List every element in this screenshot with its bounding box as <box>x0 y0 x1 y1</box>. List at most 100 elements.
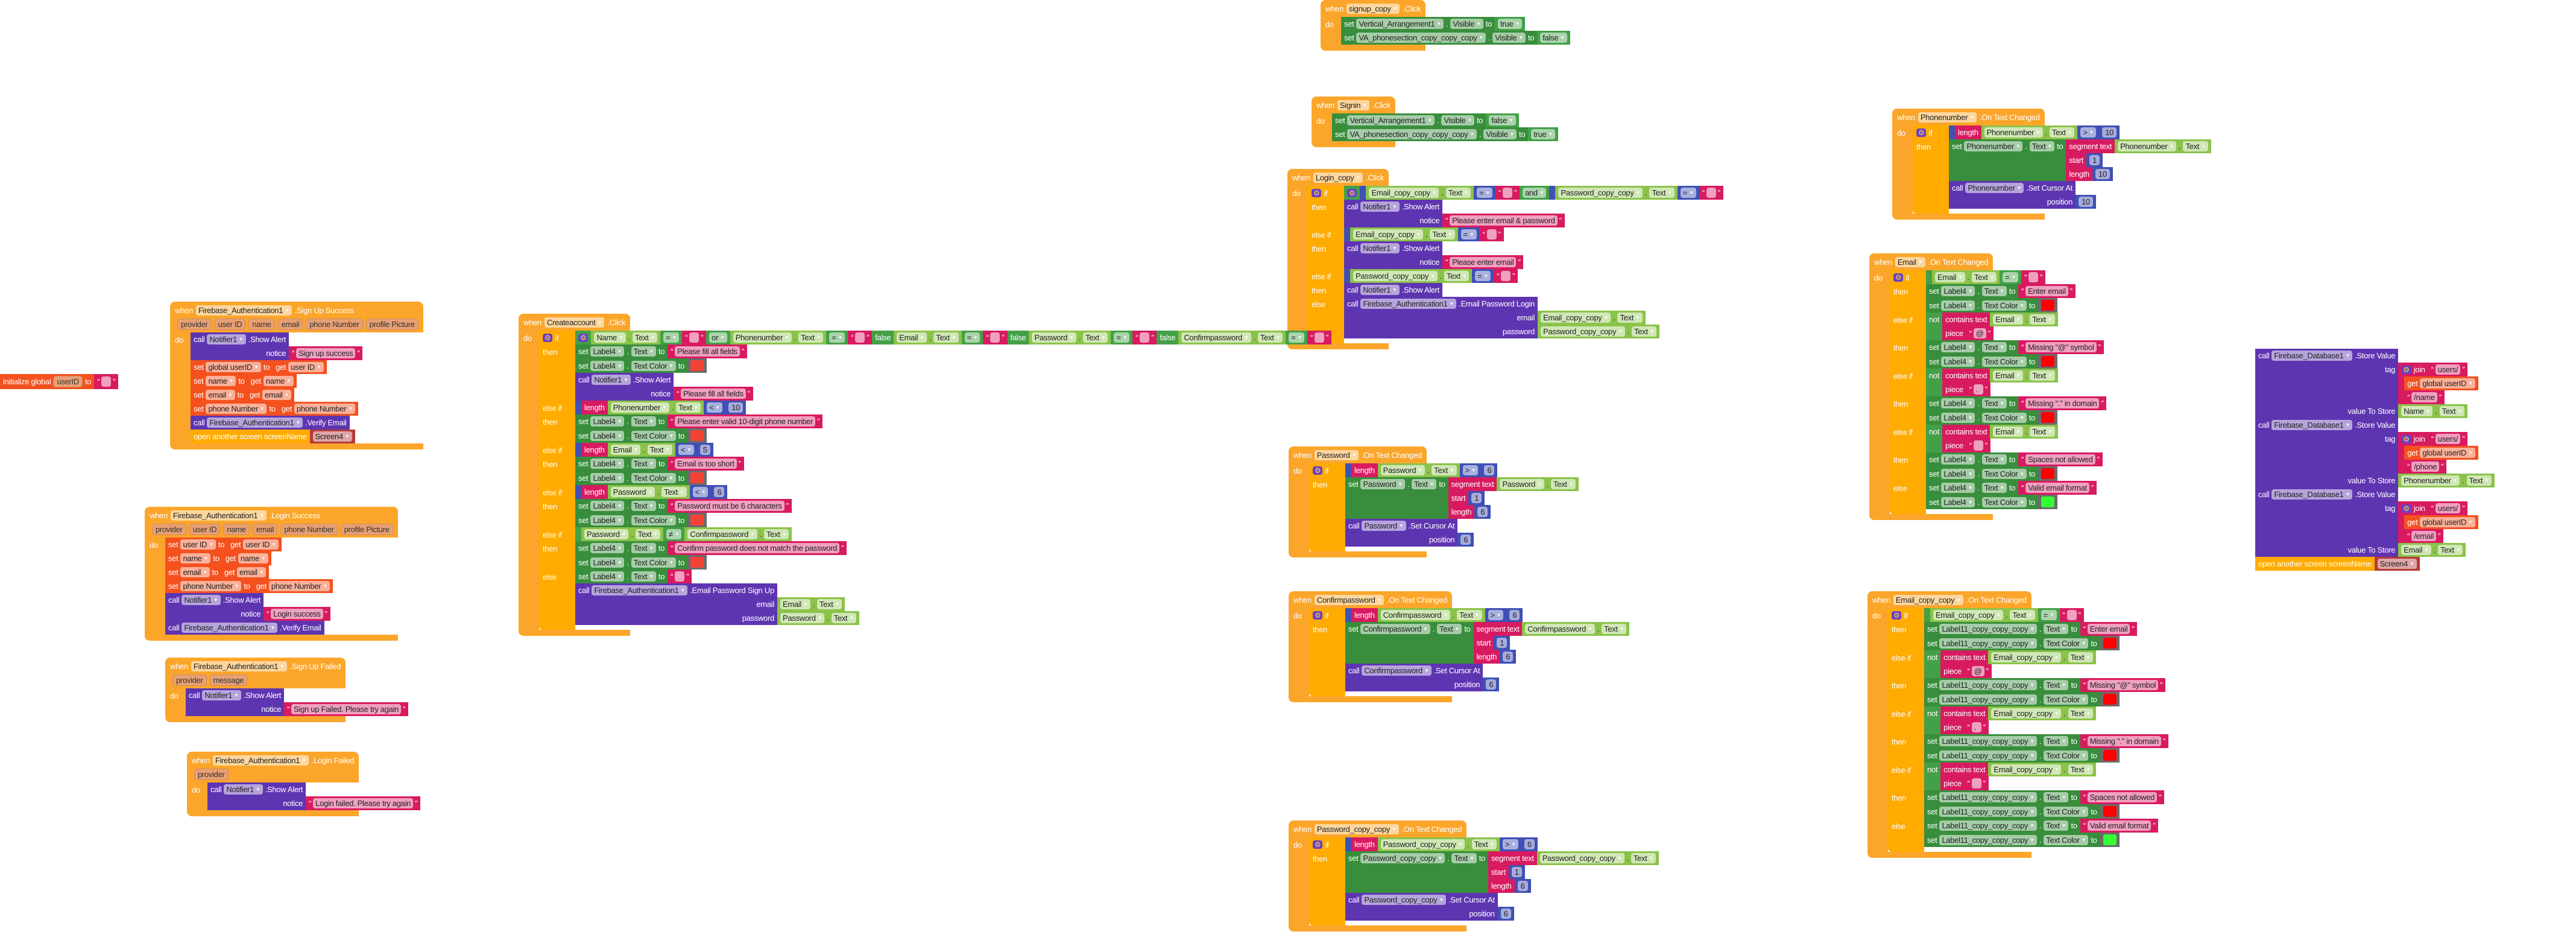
string-literal[interactable]: “” <box>1702 188 1720 198</box>
dropdown-field[interactable]: Email▼ <box>610 445 641 455</box>
string-literal[interactable]: “” <box>851 332 870 343</box>
dropdown-field[interactable]: Label11_copy_copy_copy▼ <box>1939 624 2037 634</box>
string-literal[interactable]: “Missing "@" symbol” <box>2021 342 2101 352</box>
dropdown-field[interactable]: Email▼ <box>1993 314 2023 325</box>
color-swatch[interactable] <box>690 472 704 483</box>
call-block[interactable] <box>2255 376 2399 390</box>
dropdown-field[interactable]: Text▼ <box>2466 475 2492 486</box>
get-block[interactable]: Name▼.Text▼ <box>2398 404 2467 418</box>
dropdown-field[interactable]: Text▼ <box>631 459 656 469</box>
dropdown-field[interactable]: Text Color▼ <box>1981 497 2027 507</box>
dropdown-field[interactable]: Text▼ <box>2068 652 2093 662</box>
string-value[interactable]: Enter email <box>2087 624 2130 634</box>
string-value[interactable] <box>1706 188 1716 198</box>
string-value[interactable]: Sign up Failed. Please try again <box>291 704 402 714</box>
string-literal[interactable]: “” <box>671 571 689 582</box>
math-block[interactable]: 6 <box>1514 879 1531 893</box>
string-value[interactable]: /name <box>2411 392 2437 402</box>
dropdown-field[interactable]: Vertical_Arrangement1▼ <box>1356 19 1444 29</box>
color-swatch[interactable] <box>690 360 704 371</box>
dropdown-field[interactable]: Phonenumber▼ <box>2401 475 2460 486</box>
color-block[interactable] <box>2100 804 2120 819</box>
string-literal[interactable]: “.” <box>1968 722 1986 732</box>
string-literal[interactable]: “” <box>1498 188 1517 198</box>
text-block[interactable]: segment text <box>1473 622 1523 636</box>
text-block[interactable]: “” <box>1495 186 1520 200</box>
color-block[interactable] <box>2100 833 2120 847</box>
dropdown-field[interactable]: Label4▼ <box>590 459 625 469</box>
set-block[interactable] <box>1949 167 2066 181</box>
dropdown-field[interactable]: Text▼ <box>1437 624 1462 634</box>
dropdown-field[interactable]: Email_copy_copy▼ <box>1353 229 1424 240</box>
math-block[interactable] <box>1344 269 1350 283</box>
gear-icon[interactable]: ⚙ <box>578 333 589 342</box>
call-block[interactable]: notice <box>207 796 306 810</box>
parameter-chip[interactable]: name <box>223 523 250 535</box>
text-block[interactable]: “Sign up Failed. Please try again” <box>284 702 409 716</box>
dropdown-field[interactable]: Email_copy_copy▼ <box>1991 708 2062 719</box>
dropdown-field[interactable]: Createaccount▼ <box>544 317 605 328</box>
text-block[interactable]: segment text <box>1448 477 1497 491</box>
call-block[interactable]: notice <box>191 346 289 360</box>
dropdown-field[interactable]: Label4▼ <box>1941 398 1975 408</box>
dropdown-field[interactable]: >▼ <box>1502 839 1518 849</box>
dropdown-field[interactable]: and▼ <box>1523 188 1547 198</box>
get-block[interactable]: Email_copy_copy▼.Text▼ <box>1350 227 1458 241</box>
dropdown-field[interactable]: Visible▼ <box>1441 115 1474 125</box>
text-block[interactable] <box>2398 460 2405 474</box>
math-block[interactable] <box>575 443 581 457</box>
get-block[interactable]: Email▼.Text▼ <box>777 597 845 611</box>
string-literal[interactable]: “/email” <box>2407 531 2440 541</box>
logic-block[interactable] <box>575 527 581 541</box>
string-literal[interactable]: “users/” <box>2431 503 2465 513</box>
string-literal[interactable]: “@” <box>1968 666 1989 676</box>
parameter-chip[interactable]: profile Picture <box>340 523 393 535</box>
call-block[interactable]: notice <box>1344 214 1443 227</box>
number-value[interactable]: 6 <box>1484 465 1495 475</box>
dropdown-field[interactable]: Notifier1▼ <box>207 334 246 344</box>
dropdown-field[interactable]: Confirmpassword▼ <box>1380 610 1450 620</box>
get-block[interactable]: Email_copy_copy▼.Text▼ <box>1538 311 1646 325</box>
get-block[interactable]: Name▼.Text▼ <box>591 331 661 344</box>
call-block[interactable]: email <box>1344 311 1538 325</box>
dropdown-field[interactable]: Text▼ <box>1445 188 1471 198</box>
dropdown-field[interactable]: global userID▼ <box>2420 517 2475 527</box>
string-value[interactable]: Password must be 6 characters <box>675 501 784 511</box>
text-block[interactable]: “Enter email” <box>2018 284 2076 298</box>
text-block[interactable]: “/name” <box>2404 390 2445 404</box>
text-block[interactable]: “” <box>1494 269 1518 283</box>
logic-block[interactable] <box>1924 664 1941 678</box>
dropdown-field[interactable]: Text▼ <box>1083 332 1108 343</box>
text-block[interactable] <box>2398 446 2405 460</box>
dropdown-field[interactable]: Text Color▼ <box>1981 300 2027 311</box>
string-value[interactable]: Valid email format <box>2087 820 2151 831</box>
text-block[interactable]: length <box>1351 463 1378 477</box>
color-swatch[interactable] <box>2041 497 2055 507</box>
dropdown-field[interactable]: Notifier1▼ <box>1360 202 1400 212</box>
get-block[interactable]: Password▼.Text▼ <box>777 611 859 625</box>
number-value[interactable]: 1 <box>1511 867 1522 877</box>
text-block[interactable]: length <box>1488 879 1515 893</box>
dropdown-field[interactable]: Label4▼ <box>590 346 625 357</box>
